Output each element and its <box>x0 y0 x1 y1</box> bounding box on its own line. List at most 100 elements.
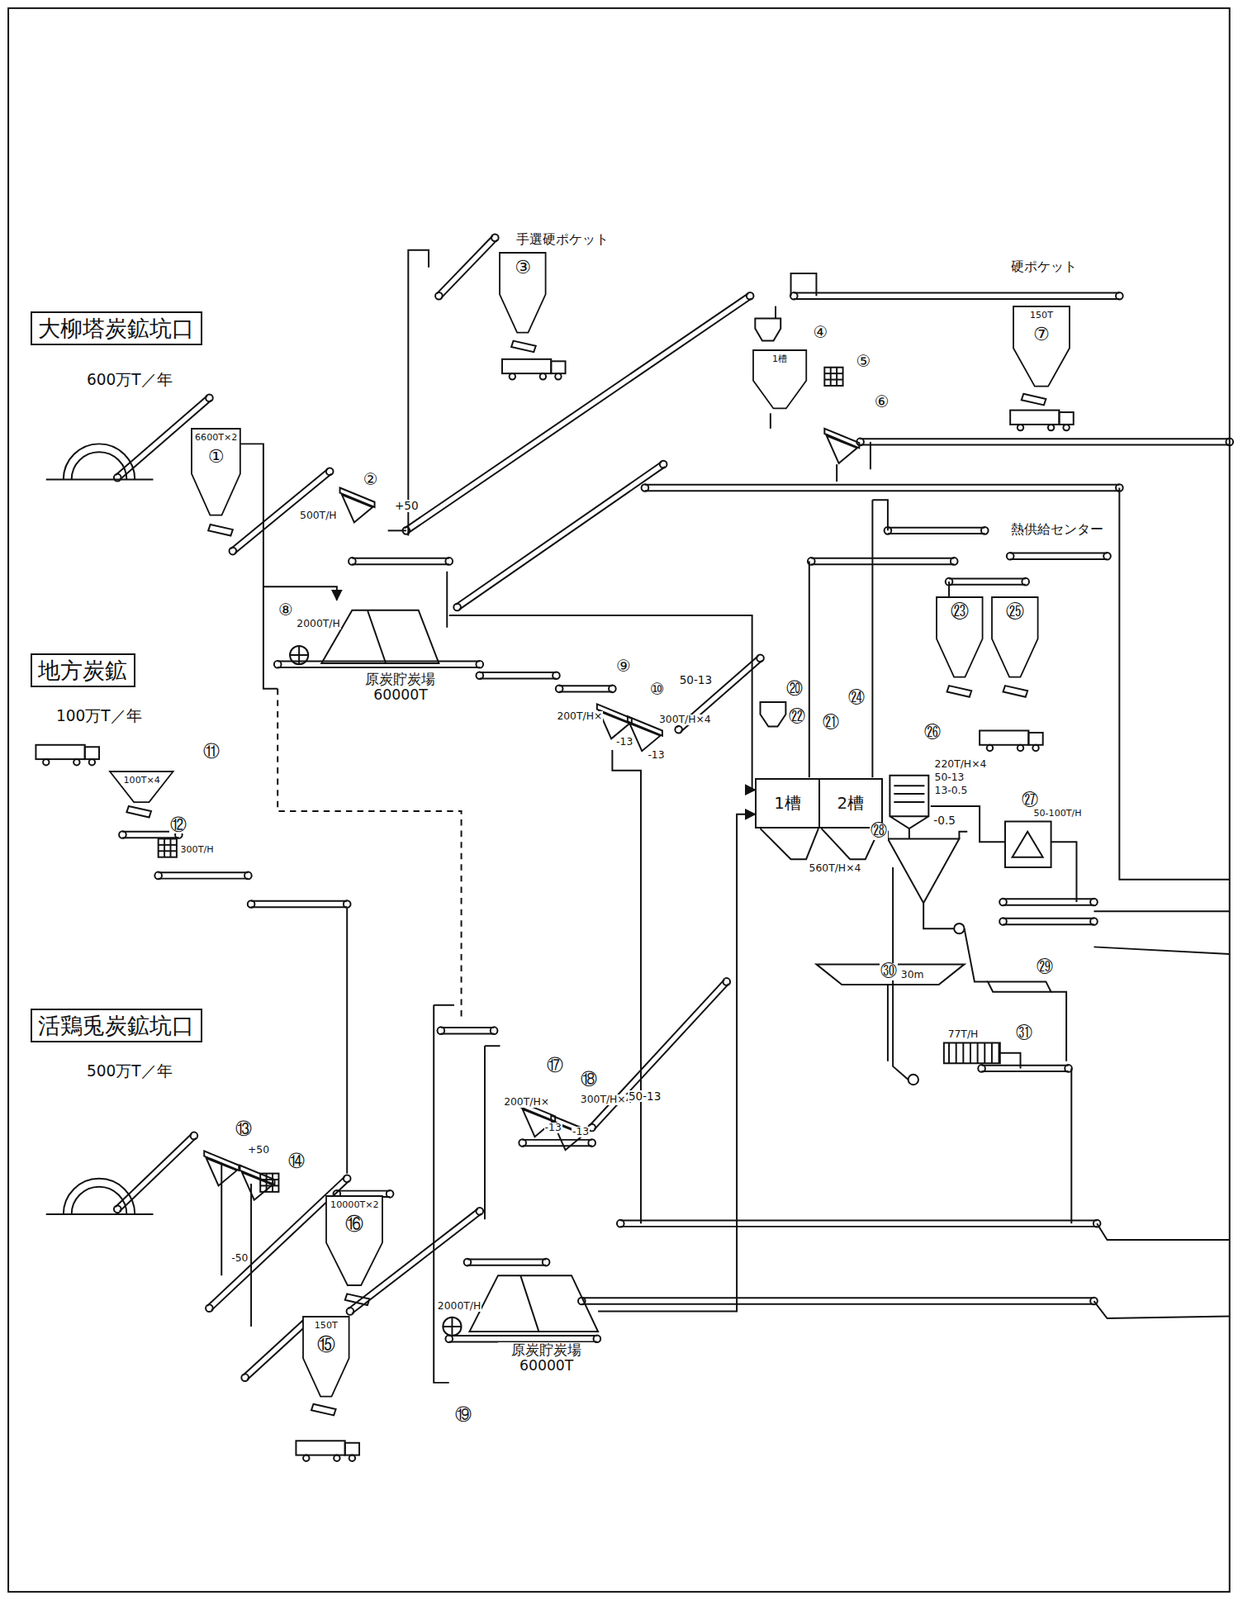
process-equipment <box>816 963 964 985</box>
mine-portal <box>46 1178 154 1215</box>
filter-plate <box>977 1043 979 1064</box>
bin-node: ㉕ <box>991 597 1039 684</box>
hop-node: 100T×4 <box>109 771 174 802</box>
conveyor-pulley <box>552 671 560 679</box>
callout-number: ㉑ <box>821 714 840 732</box>
note-label: 300T/H×4 <box>579 1094 634 1106</box>
note-label: -13 <box>544 1122 563 1134</box>
conveyor-belt <box>522 1144 593 1147</box>
note-label: 200T/H× <box>502 1096 551 1108</box>
mine-portal <box>46 443 154 480</box>
crusher <box>260 1178 279 1181</box>
conveyor-pulley <box>445 557 453 565</box>
bin-outline <box>499 252 546 333</box>
conveyor-pulley <box>491 234 499 242</box>
mine-title: 地方炭鉱 <box>30 653 136 688</box>
vibrating-screen <box>824 428 859 464</box>
crusher <box>158 844 177 846</box>
flow-line <box>1093 946 1229 954</box>
callout-number: ⑤ <box>854 353 872 371</box>
flow-line <box>1119 487 1229 879</box>
conveyor-pulley <box>113 1205 122 1214</box>
conveyor-belt <box>1003 923 1095 926</box>
flow-line <box>1051 991 1068 1062</box>
mine-title: 活鶏兎炭鉱坑口 <box>30 1008 203 1043</box>
truck <box>509 373 516 380</box>
conveyor-pulley <box>674 725 683 734</box>
note-label: 手選硬ポケット <box>515 232 610 247</box>
conveyor-pulley <box>205 393 214 402</box>
conveyor-pulley <box>154 872 162 880</box>
callout-number: ㉒ <box>787 708 807 726</box>
callout-number: ⑫ <box>169 816 188 835</box>
truck <box>986 744 993 751</box>
title-node: 地方炭鉱 100万T／年 <box>30 653 143 725</box>
conveyor-pulley <box>435 292 443 300</box>
feeder <box>1021 393 1047 406</box>
flow-line <box>433 1004 455 1006</box>
process-equipment <box>889 775 929 829</box>
flow-line <box>1070 1067 1073 1224</box>
conveyor-belt <box>351 557 449 560</box>
note-label: 50-100T/H <box>1032 808 1082 819</box>
conveyor-belt <box>277 666 480 669</box>
bin-capacity: 150T <box>314 1320 338 1331</box>
process-equipment <box>1005 820 1052 868</box>
conveyor-belt <box>559 684 613 687</box>
conveyor-pulley <box>746 292 755 300</box>
conveyor-pulley <box>113 474 122 482</box>
conveyor-pulley <box>1021 578 1030 586</box>
flow-line <box>346 907 348 1173</box>
conveyor-pulley <box>608 685 617 693</box>
flow-line <box>1096 1223 1230 1240</box>
callout-number: ㉕ <box>1005 601 1025 622</box>
note-label: 560T/H×4 <box>808 863 863 874</box>
callout-number: ④ <box>812 324 830 342</box>
callout-number: ② <box>362 471 380 489</box>
process-equipment <box>760 702 787 727</box>
callout-number: ⑳ <box>785 680 804 698</box>
conveyor-pulley <box>475 660 484 669</box>
conveyor-belt <box>467 1264 546 1267</box>
conveyor-belt <box>479 671 557 674</box>
flow-line <box>483 1045 486 1220</box>
annual-output: 100万T／年 <box>56 707 143 725</box>
conveyor-belt <box>336 1190 390 1192</box>
conveyor-pulley <box>1225 438 1234 446</box>
conveyor-belt <box>251 906 347 908</box>
crusher <box>260 1184 279 1187</box>
truck <box>550 360 565 374</box>
conveyor-pulley <box>950 557 959 565</box>
note-label: 77T/H <box>947 1029 980 1040</box>
note-label: 300T/H×4 <box>658 714 712 726</box>
conveyor-belt <box>948 577 1026 579</box>
process-equipment <box>908 1074 919 1085</box>
truck <box>540 373 546 380</box>
conveyor-belt <box>793 298 1120 300</box>
conveyor-belt <box>207 1176 346 1306</box>
conveyor-pulley <box>999 898 1007 907</box>
callout-number: ㉓ <box>950 601 969 622</box>
bin-capacity: 1槽 <box>772 354 788 365</box>
truck <box>35 744 85 760</box>
note-label: 220T/H×4 <box>934 759 988 770</box>
flow-line <box>250 1183 252 1327</box>
conveyor-pulley <box>464 1258 472 1267</box>
process-equipment <box>987 981 1052 992</box>
conveyor-pulley <box>578 1297 586 1305</box>
callout-number: ⑥ <box>873 393 891 412</box>
conveyor-belt <box>620 1219 1097 1221</box>
process-equipment <box>442 1317 461 1336</box>
flow-line <box>908 828 911 839</box>
mine-title: 大柳塔炭鉱坑口 <box>30 311 203 346</box>
conveyor-pulley <box>343 1174 352 1182</box>
note-label: -13 <box>571 1126 590 1138</box>
conveyor-belt <box>860 444 1230 446</box>
conveyor-pulley <box>593 1334 602 1343</box>
conveyor-pulley <box>1090 898 1098 907</box>
conveyor-pulley <box>274 660 282 669</box>
flow-line <box>1000 1053 1021 1069</box>
pile-space <box>467 1270 598 1334</box>
conveyor-pulley <box>437 1026 446 1035</box>
conveyor-pulley <box>1006 552 1015 560</box>
